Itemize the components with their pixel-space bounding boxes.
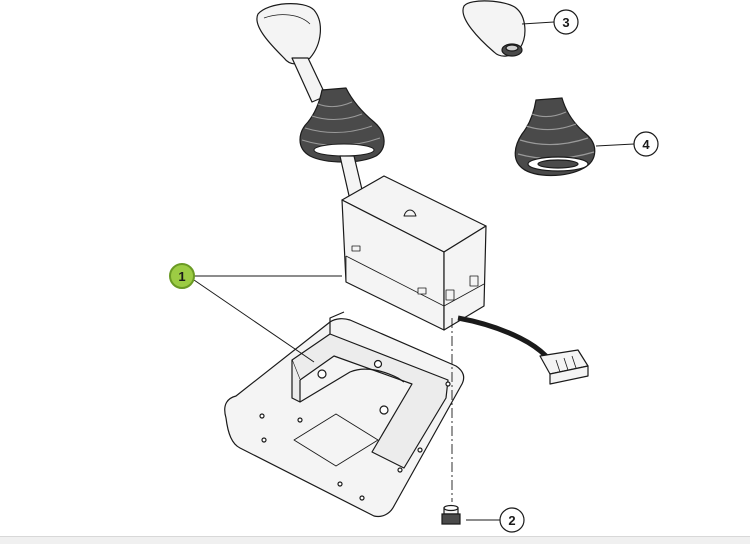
bottom-scroll-strip — [0, 536, 750, 544]
callout-3[interactable]: 3 — [553, 9, 579, 35]
screw[interactable] — [441, 504, 461, 525]
callout-4[interactable]: 4 — [633, 131, 659, 157]
mounting-plate — [224, 311, 465, 518]
grip-cap[interactable] — [462, 0, 526, 57]
callout-2[interactable]: 2 — [499, 507, 525, 533]
joystick-handle-grip — [256, 3, 321, 65]
callout-2-label: 2 — [508, 513, 515, 528]
callout-1-label: 1 — [178, 269, 185, 284]
rubber-gaiter[interactable] — [514, 97, 596, 177]
joystick-cable — [457, 315, 548, 358]
joystick-assembly[interactable] — [256, 3, 589, 385]
callout-4-label: 4 — [642, 137, 650, 152]
leader-lines — [193, 21, 635, 521]
cable-connector — [539, 349, 589, 385]
joystick-control-body — [341, 175, 487, 331]
callout-1[interactable]: 1 — [169, 263, 195, 289]
callout-3-label: 3 — [562, 15, 569, 30]
